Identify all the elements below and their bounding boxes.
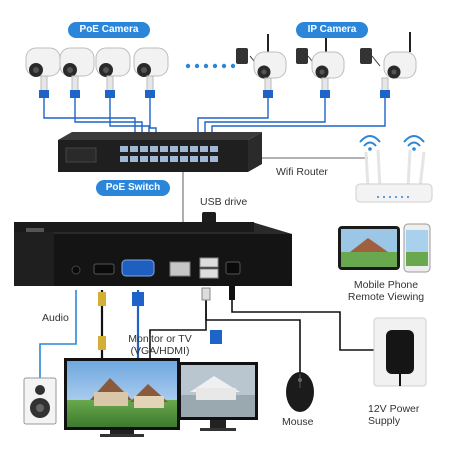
power-supply-label: 12V Power Supply bbox=[368, 403, 419, 427]
poe-camera bbox=[133, 47, 169, 98]
usb-drive-label: USB drive bbox=[200, 196, 248, 208]
nvr-recorder-device bbox=[14, 222, 292, 286]
ellipsis-dots-icon bbox=[185, 63, 236, 69]
ip-camera-group bbox=[236, 32, 417, 98]
poe-camera bbox=[95, 47, 131, 98]
mouse-label: Mouse bbox=[282, 416, 314, 428]
monitor-label-line2: (VGA/HDMI) bbox=[130, 345, 190, 357]
tv-monitor-device bbox=[64, 358, 180, 437]
wifi-router-label: Wifi Router bbox=[276, 166, 328, 178]
monitor-label: Monitor or TV (VGA/HDMI) bbox=[118, 333, 202, 357]
mobile-label-line1: Mobile Phone bbox=[353, 279, 419, 291]
poe-camera-label: PoE Camera bbox=[68, 22, 150, 38]
mobile-label: Mobile Phone Remote Viewing bbox=[338, 279, 434, 303]
cable-connectors bbox=[98, 286, 235, 350]
ip-camera bbox=[360, 32, 417, 98]
poe-switch-device bbox=[58, 132, 262, 172]
ip-camera bbox=[236, 34, 287, 98]
ip-camera bbox=[296, 34, 345, 98]
poe-camera bbox=[59, 47, 95, 98]
ip-camera-label: IP Camera bbox=[296, 22, 368, 38]
mobile-devices bbox=[338, 223, 431, 273]
power-label-line2: Supply bbox=[368, 415, 401, 427]
power-supply-device bbox=[373, 317, 427, 387]
poe-switch-label: PoE Switch bbox=[96, 180, 170, 196]
monitor-label-line1: Monitor or TV bbox=[128, 333, 192, 345]
mobile-label-line2: Remote Viewing bbox=[347, 291, 425, 303]
power-label-line1: 12V Power bbox=[368, 403, 420, 415]
poe-camera bbox=[25, 47, 61, 98]
monitor-device bbox=[178, 362, 258, 431]
speaker-device bbox=[23, 377, 57, 425]
mouse-device bbox=[286, 372, 314, 412]
wifi-router-device bbox=[355, 135, 433, 203]
nvr-output-cables bbox=[39, 290, 400, 378]
camera-cables bbox=[43, 98, 386, 140]
audio-label: Audio bbox=[42, 312, 69, 324]
poe-camera-group bbox=[25, 47, 169, 98]
